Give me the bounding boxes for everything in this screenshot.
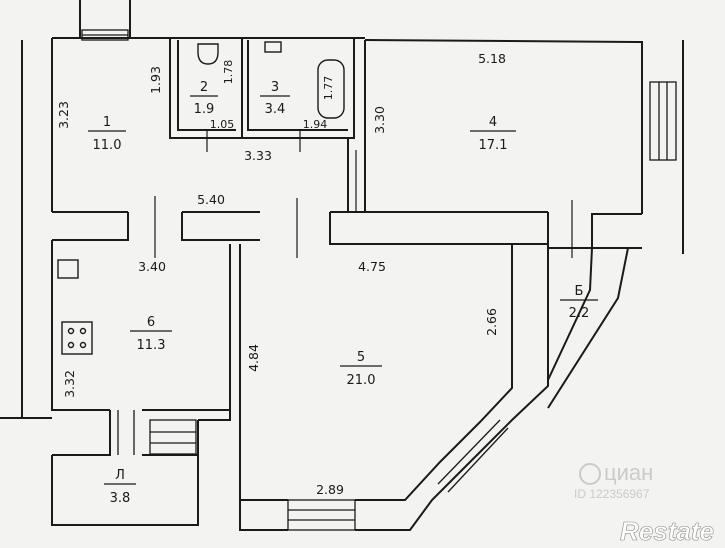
wall-mid-left [52,212,129,241]
wall-bath-2-inner [177,40,236,131]
room-b-area: 2.2 [569,306,590,321]
dim-3-30: 3.30 [372,106,387,134]
dim-3-40: 3.40 [138,259,166,274]
window-room5-bottom [287,499,356,531]
room-2-area: 1.9 [194,102,215,117]
cian-text: циан [604,460,653,485]
cian-logo-icon [579,463,601,485]
label-underlines [88,95,598,485]
dim-3-32: 3.32 [62,370,77,398]
wall-top-right [364,39,643,214]
wall-room5-right [355,244,513,501]
wall-loggia-outer [355,246,549,531]
dim-1-78: 1.78 [222,60,235,85]
room-6-number: 6 [147,315,155,330]
room-3-number: 3 [271,80,279,95]
dim-5-18: 5.18 [478,51,506,66]
dim-4-84: 4.84 [246,344,261,372]
dim-1-05: 1.05 [210,118,235,131]
dim-3-23: 3.23 [56,101,71,129]
room-6-area: 11.3 [137,338,166,353]
door-openings [154,130,573,258]
wall-balcony-outer [547,247,629,409]
room-l-number: Л [115,468,125,483]
wall-bath-3-inner [247,40,348,131]
dim-1-94: 1.94 [303,118,328,131]
window-room5-diagonal [437,419,501,485]
room-3-area: 3.4 [265,102,286,117]
wall-right-jog [591,213,642,249]
sink-icon [264,41,282,53]
restate-watermark: Restate [620,516,714,546]
dim-1-93: 1.93 [148,66,163,94]
dimension-labels: 5.18 3.23 1.93 1.78 1.77 1.05 1.94 3.33 … [56,51,506,497]
cian-id-text: ID 122356967 [574,487,650,501]
room-b-number: Б [575,284,584,299]
room-l-area: 3.8 [110,491,131,506]
toilet-icon [197,43,219,65]
dim-1-77: 1.77 [322,76,335,101]
wall-balcony-inner [547,247,593,381]
room-5-number: 5 [357,350,365,365]
windows [81,29,677,531]
wall-room-l-top-left [52,410,111,456]
room-4-number: 4 [489,115,497,130]
wall-room-l [51,455,199,526]
wall-mid-right [329,212,548,245]
dim-4-75: 4.75 [358,259,386,274]
dim-2-89: 2.89 [316,482,344,497]
wall-room-l-connector [198,410,231,421]
dim-2-66: 2.66 [484,308,499,336]
wall-mid-center [181,212,260,241]
room-4-area: 17.1 [479,138,508,153]
kitchen-sink-icon [57,259,79,279]
wall-room6-left [51,240,110,411]
fixtures [57,41,345,355]
wall-bottom-left [239,500,288,531]
stove-icon [61,321,93,355]
room-1-number: 1 [103,115,111,130]
room-5-area: 21.0 [347,373,376,388]
window-room6 [149,419,197,455]
dim-3-33: 3.33 [244,148,272,163]
cian-watermark: циан ID 122356967 [574,460,653,501]
dim-5-40: 5.40 [197,192,225,207]
bathtub-icon [317,59,345,119]
walls [0,0,684,531]
window-room4 [649,81,677,161]
room-2-number: 2 [200,80,208,95]
room-labels: 1 11.0 2 1.9 3 3.4 4 17.1 6 11.3 5 21.0 … [93,80,590,506]
room-1-area: 11.0 [93,138,122,153]
wall-bath-3 [241,37,355,139]
